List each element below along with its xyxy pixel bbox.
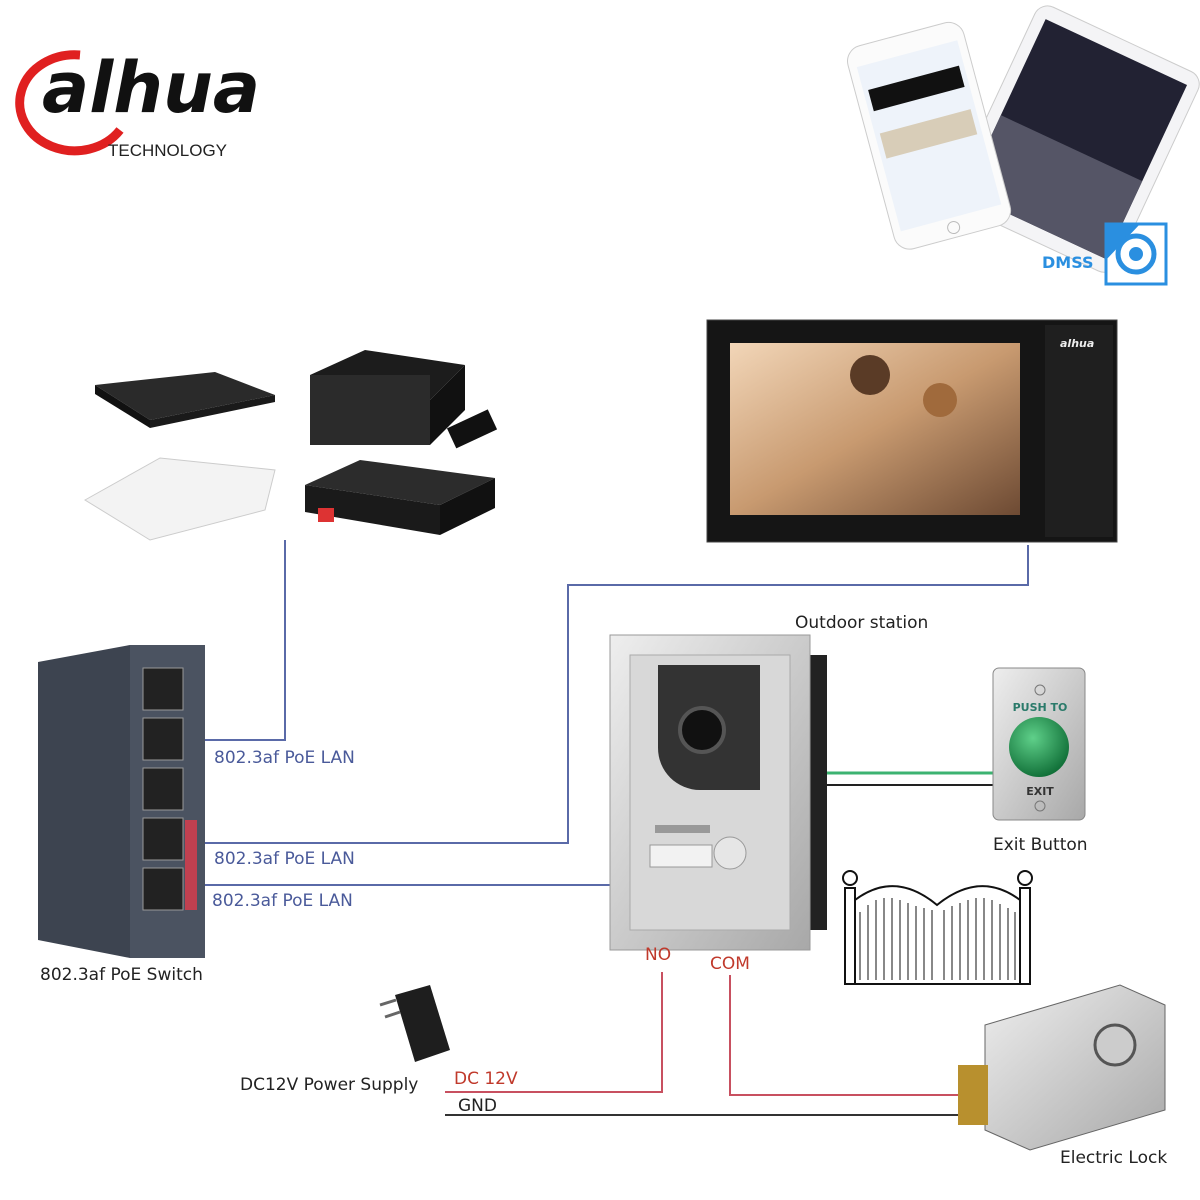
dmss-app-icon: [1104, 222, 1168, 286]
logo-text: alhua: [42, 47, 260, 129]
network-devices-image: [84, 350, 498, 541]
exit-button-device: PUSH TO EXIT: [992, 667, 1086, 821]
com-wire: [729, 975, 975, 1096]
power-supply-label: DC12V Power Supply: [240, 1075, 418, 1095]
lan-cable-router: [185, 540, 286, 741]
poe-switch-label: 802.3af PoE Switch: [40, 965, 203, 985]
logo-subtitle: TECHNOLOGY: [108, 141, 227, 160]
mobile-devices-image: DMSS: [847, 5, 1200, 286]
gnd-label: GND: [458, 1096, 497, 1116]
gate-illustration: [842, 870, 1033, 985]
electric-lock-label: Electric Lock: [1060, 1148, 1167, 1168]
no-wire: [445, 972, 663, 1093]
dahua-logo: alhua TECHNOLOGY: [15, 47, 260, 160]
push-to-text: PUSH TO: [1013, 701, 1068, 714]
no-label: NO: [645, 945, 671, 965]
exit-button-label: Exit Button: [993, 835, 1088, 855]
poe-lan-label-1: 802.3af PoE LAN: [214, 748, 355, 768]
dmss-label: DMSS: [1042, 253, 1094, 272]
lan-cable-monitor: [185, 545, 1029, 844]
poe-lan-label-2: 802.3af PoE LAN: [214, 849, 355, 869]
com-label: COM: [710, 954, 750, 974]
exit-text: EXIT: [1026, 785, 1054, 798]
wiring: [185, 540, 1029, 1116]
poe-lan-label-3: 802.3af PoE LAN: [212, 891, 353, 911]
electric-lock: [958, 984, 1166, 1151]
poe-switch: [38, 645, 205, 958]
indoor-monitor: alhua: [706, 319, 1118, 543]
outdoor-station: [609, 634, 827, 951]
power-adapter: [379, 985, 450, 1062]
dc12v-label: DC 12V: [454, 1069, 518, 1089]
outdoor-station-label: Outdoor station: [795, 613, 928, 633]
monitor-brand: alhua: [1060, 337, 1094, 350]
